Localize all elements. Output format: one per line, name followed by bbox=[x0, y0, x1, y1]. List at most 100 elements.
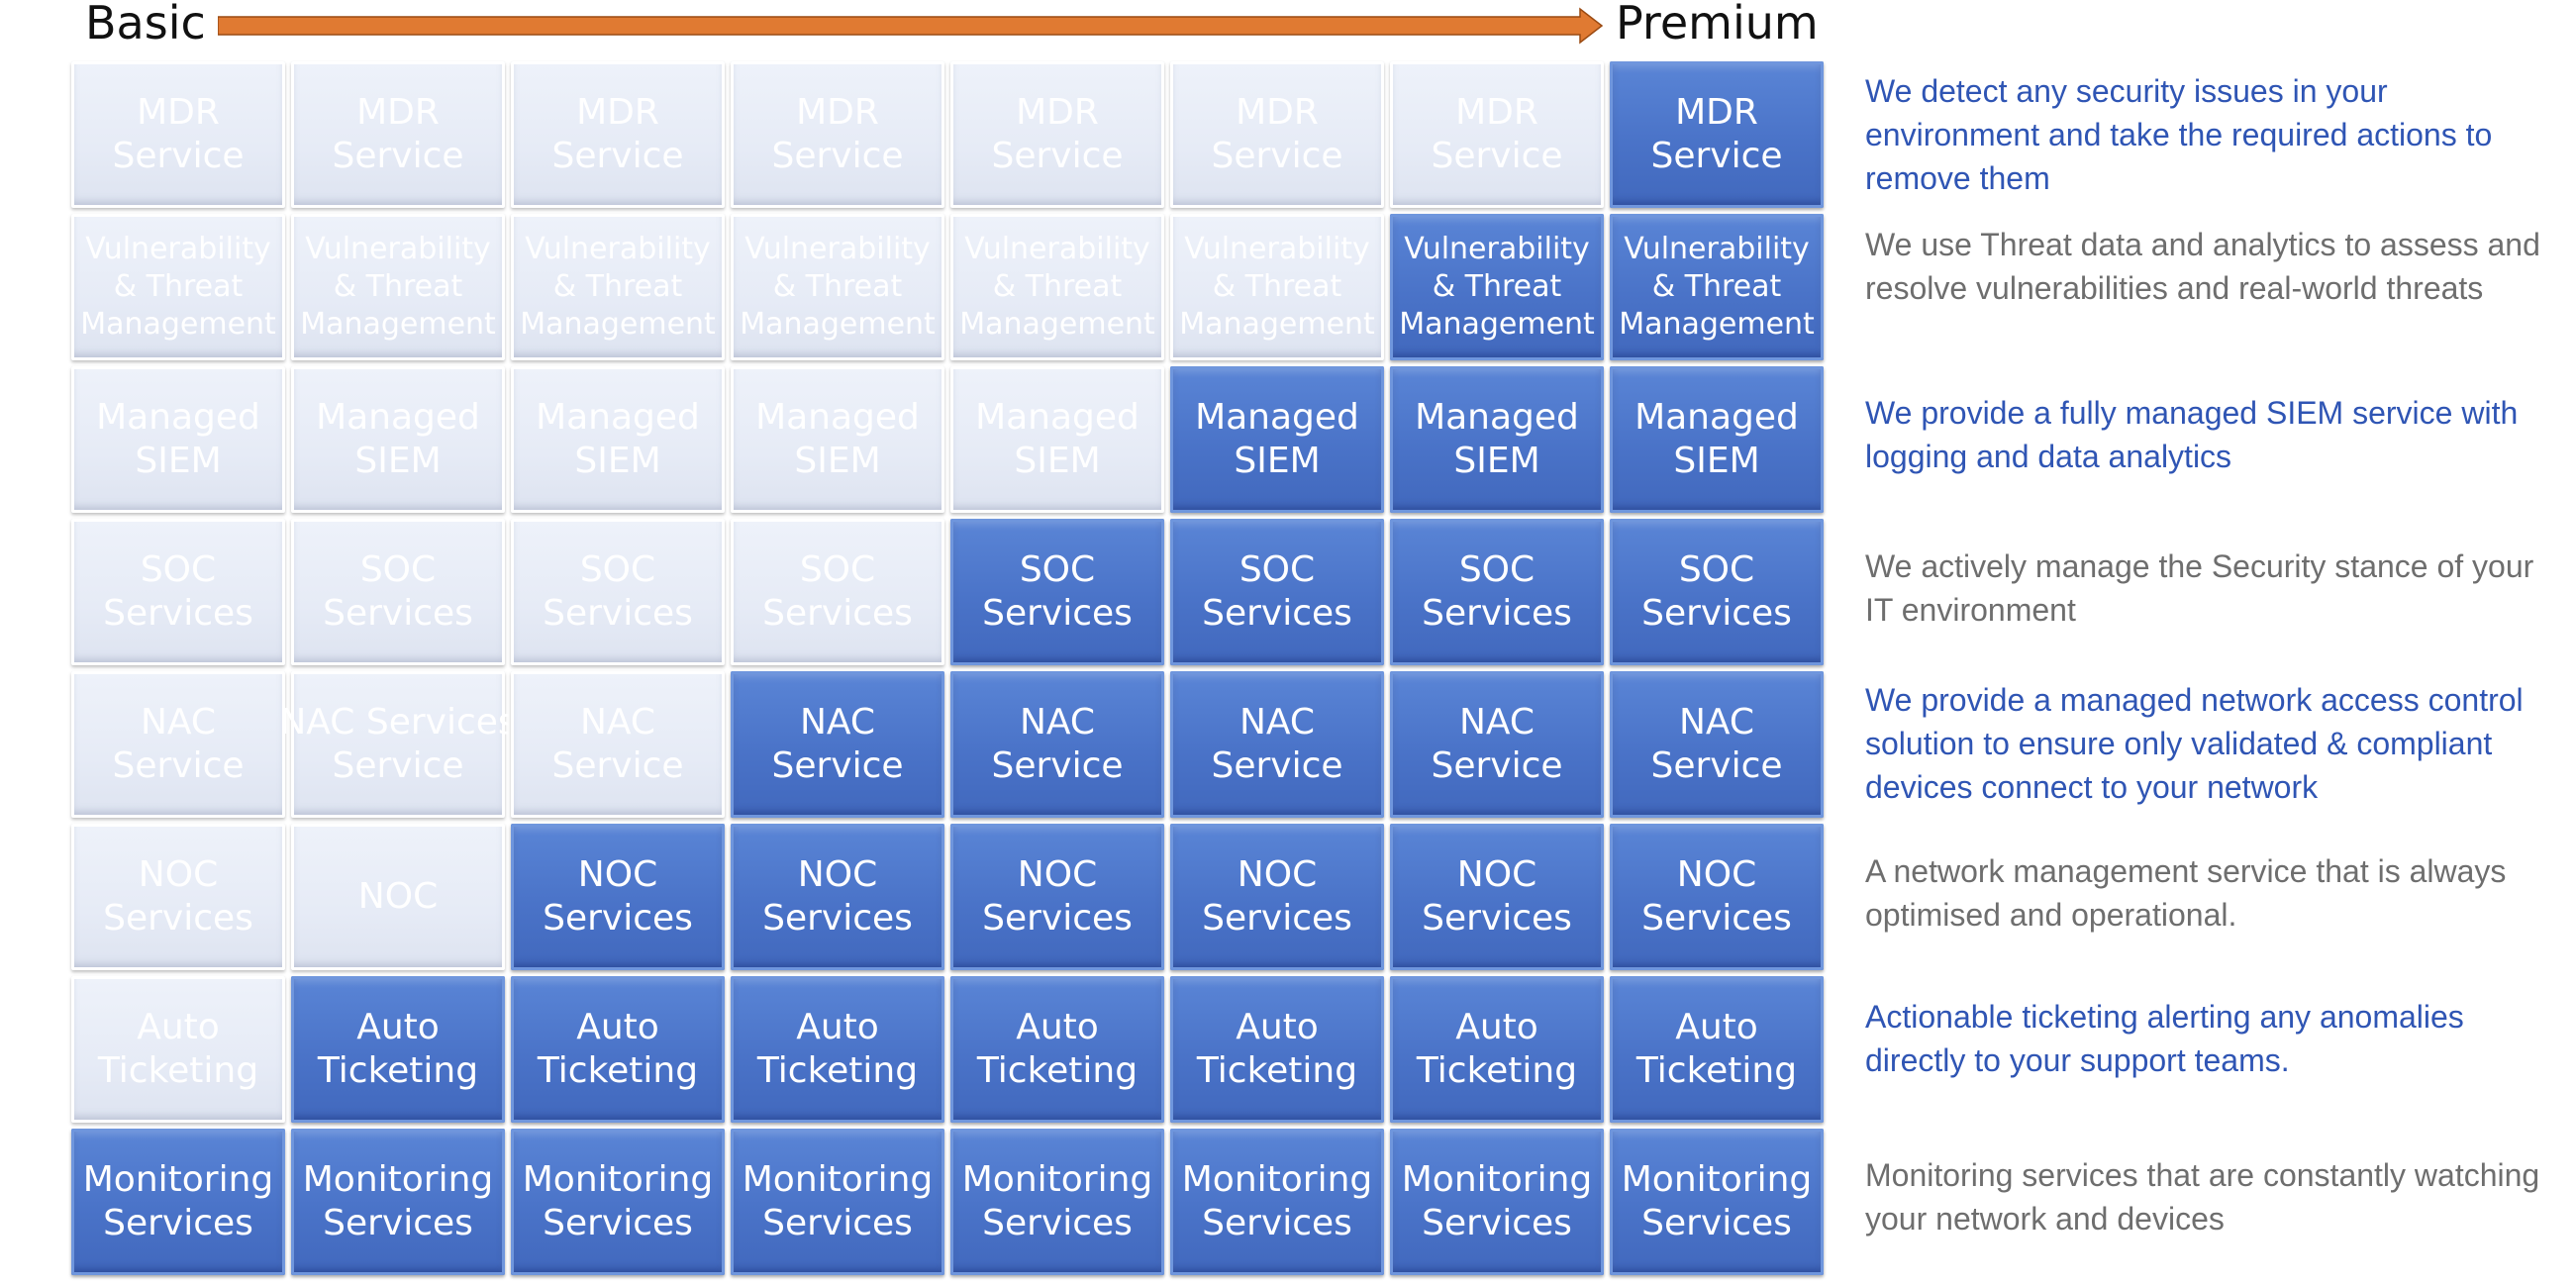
service-tile-label: SIEM bbox=[135, 441, 222, 481]
service-description: We use Threat data and analytics to asse… bbox=[1865, 227, 2540, 306]
service-tile-label: Services bbox=[1641, 593, 1792, 634]
service-tile-label: Management bbox=[959, 307, 1155, 342]
service-tile-label: & Threat bbox=[1651, 269, 1782, 304]
service-tile-label: Managed bbox=[1195, 397, 1359, 438]
service-tile-label: NOC bbox=[357, 876, 439, 917]
service-tile-label: & Threat bbox=[772, 269, 903, 304]
service-tile-label: Services bbox=[1422, 593, 1572, 634]
service-tile-label: Auto bbox=[1016, 1007, 1099, 1047]
service-tile-label: Services bbox=[762, 898, 913, 939]
service-tile-label: NAC bbox=[1019, 702, 1096, 742]
service-tile-label: Managed bbox=[975, 397, 1139, 438]
service-tile-label: Managed bbox=[755, 397, 920, 438]
service-tile-label: Ticketing bbox=[1416, 1050, 1578, 1091]
service-tile-label: Management bbox=[520, 307, 716, 342]
service-tile-label: Services bbox=[982, 1203, 1133, 1243]
service-tile-label: Managed bbox=[96, 397, 260, 438]
service-tile-label: SIEM bbox=[574, 441, 661, 481]
service-description: We detect any security issues in your en… bbox=[1865, 73, 2493, 196]
service-tile-label: SOC bbox=[579, 549, 656, 590]
service-tile: NOC bbox=[291, 824, 505, 970]
service-tile-label: Service bbox=[1431, 745, 1563, 786]
service-tile-label: Auto bbox=[1675, 1007, 1758, 1047]
service-tile-label: & Threat bbox=[333, 269, 463, 304]
service-tile-label: Services bbox=[543, 1203, 693, 1243]
service-tile-label: Service bbox=[332, 136, 464, 176]
service-description: Monitoring services that are constantly … bbox=[1865, 1157, 2540, 1237]
service-tile-label: SIEM bbox=[1453, 441, 1540, 481]
service-tile-label: MDR bbox=[796, 92, 879, 133]
service-tile-label: MDR bbox=[356, 92, 440, 133]
service-tile-label: SIEM bbox=[354, 441, 442, 481]
service-tile-label: Auto bbox=[1455, 1007, 1538, 1047]
service-tile-label: Services bbox=[1422, 1203, 1572, 1243]
service-description: Actionable ticketing alerting any anomal… bbox=[1865, 999, 2464, 1078]
service-tile-label: Service bbox=[1211, 745, 1343, 786]
service-tile-label: Services bbox=[103, 898, 253, 939]
service-tile-label: Managed bbox=[1635, 397, 1799, 438]
service-description: A network management service that is alw… bbox=[1865, 853, 2507, 933]
service-tile-label: Service bbox=[771, 136, 904, 176]
service-tile-label: Monitoring bbox=[1401, 1159, 1593, 1200]
service-tile-label: NOC bbox=[577, 854, 658, 895]
service-tile-label: Monitoring bbox=[1621, 1159, 1813, 1200]
service-tile-label: NOC bbox=[1456, 854, 1537, 895]
premium-tier-label: Premium bbox=[1616, 0, 1819, 50]
service-tile-label: Monitoring bbox=[742, 1159, 934, 1200]
service-tile-label: Ticketing bbox=[976, 1050, 1139, 1091]
service-tile-label: Services bbox=[982, 898, 1133, 939]
service-tile-label: Ticketing bbox=[537, 1050, 699, 1091]
service-tile-label: NOC bbox=[138, 854, 219, 895]
service-tile-label: NAC bbox=[140, 702, 217, 742]
service-tile-label: Services bbox=[1202, 1203, 1352, 1243]
service-tile-label: Management bbox=[80, 307, 276, 342]
service-tile-label: Service bbox=[1650, 136, 1783, 176]
service-tile-label: Service bbox=[112, 745, 245, 786]
service-tile-label: NAC bbox=[1458, 702, 1536, 742]
service-tile-label: SOC bbox=[1019, 549, 1096, 590]
service-tile-label: Ticketing bbox=[97, 1050, 259, 1091]
basic-tier-label: Basic bbox=[85, 0, 206, 50]
service-tile-label: MDR bbox=[1675, 92, 1758, 133]
service-tile-label: Vulnerability bbox=[305, 232, 491, 266]
service-tile-label: Services bbox=[1422, 898, 1572, 939]
service-tile-label: SOC bbox=[359, 549, 437, 590]
service-tile-label: Services bbox=[1641, 1203, 1792, 1243]
service-tile-label: & Threat bbox=[552, 269, 683, 304]
service-tile-label: Management bbox=[740, 307, 936, 342]
service-tile-label: Service bbox=[551, 136, 684, 176]
service-tile-label: SOC bbox=[1458, 549, 1536, 590]
service-tile-label: Monitoring bbox=[82, 1159, 274, 1200]
service-tile-label: NOC bbox=[1017, 854, 1098, 895]
service-tile-label: Service bbox=[1650, 745, 1783, 786]
service-tile-label: NAC Services bbox=[279, 702, 517, 742]
service-tile-label: Management bbox=[1619, 307, 1815, 342]
service-tile-label: Auto bbox=[1236, 1007, 1319, 1047]
service-tile-label: Services bbox=[103, 593, 253, 634]
